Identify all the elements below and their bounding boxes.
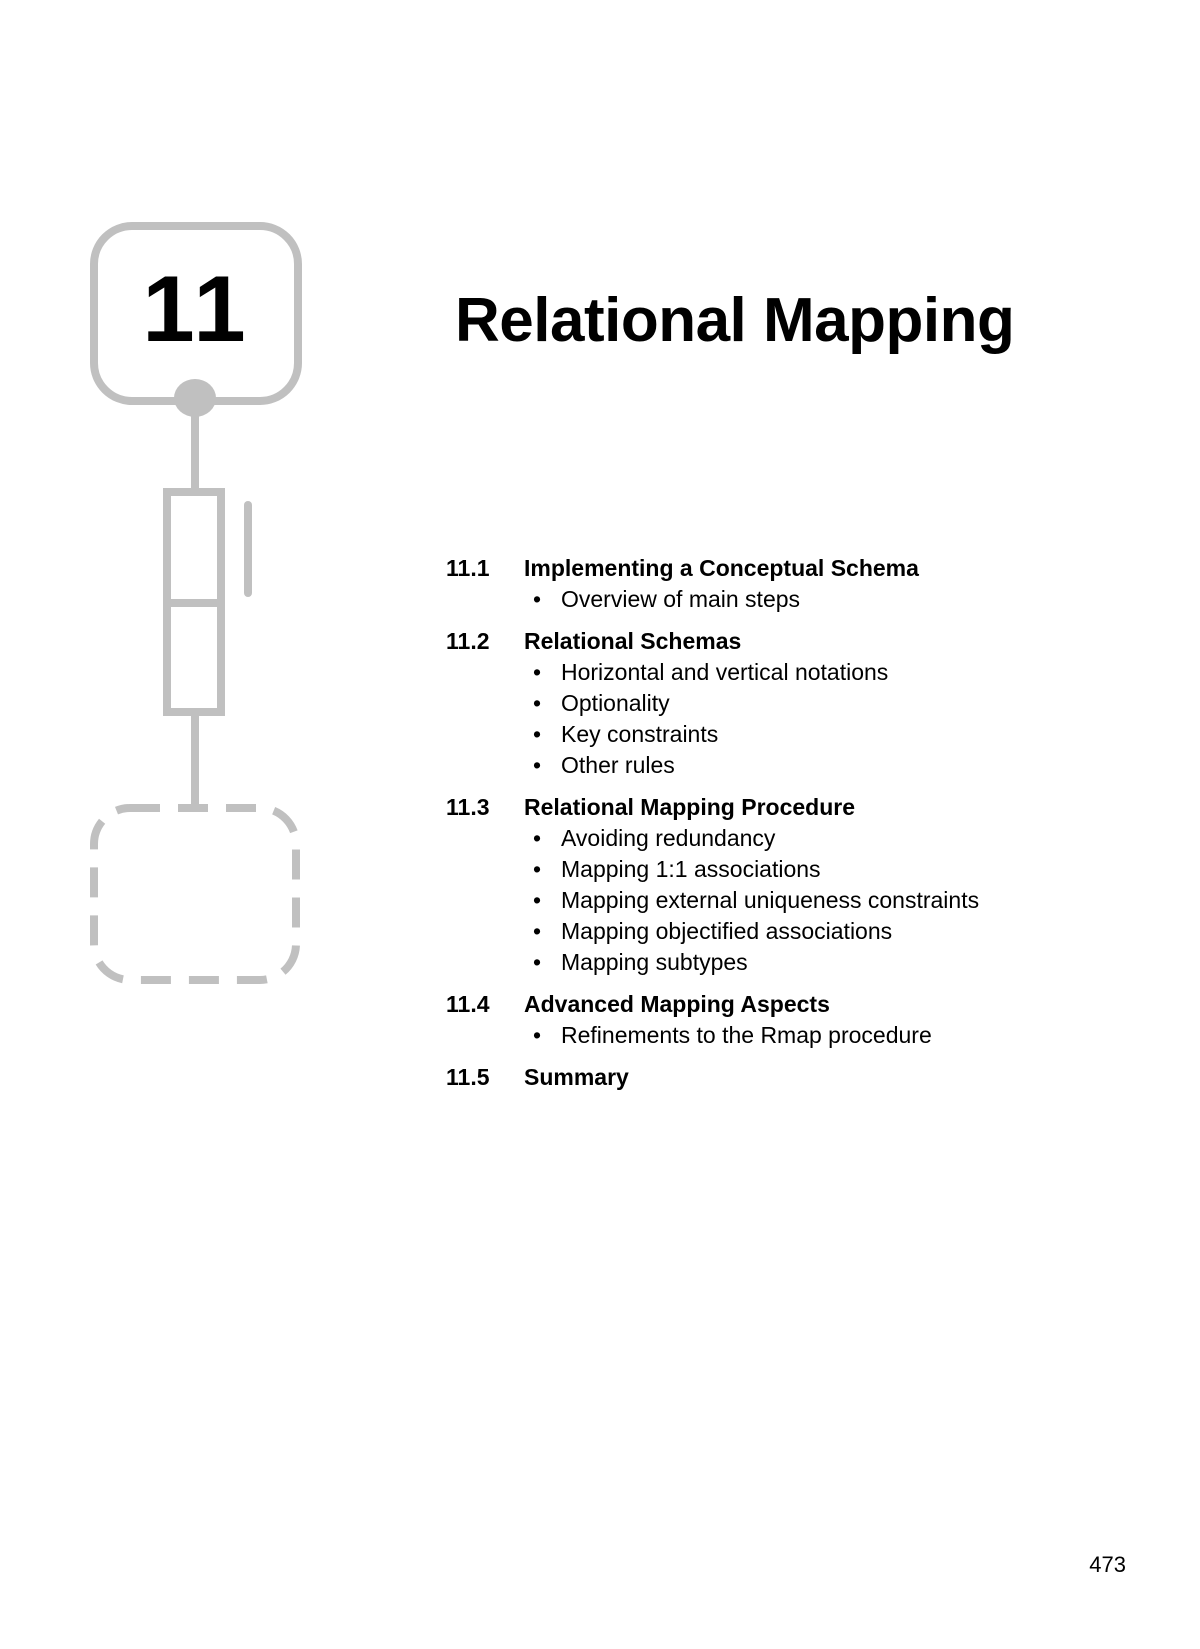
section-title: Implementing a Conceptual Schema [524, 555, 919, 581]
toc-item: • Overview of main steps [446, 584, 979, 615]
section-number: 11.5 [446, 1064, 490, 1090]
toc-item: • Optionality [446, 688, 979, 719]
toc-item: • Mapping 1:1 associations [446, 854, 979, 885]
toc-item: • Refinements to the Rmap procedure [446, 1020, 979, 1051]
bullet-icon: • [533, 752, 542, 778]
toc-item: • Key constraints [446, 719, 979, 750]
dashed-entity-box [90, 804, 300, 984]
toc-item-label: Mapping objectified associations [561, 918, 893, 944]
chapter-title: Relational Mapping [455, 286, 1015, 355]
toc-item: • Mapping subtypes [446, 947, 979, 978]
section-heading: 11.5 Summary [446, 1062, 979, 1093]
section-heading: 11.1 Implementing a Conceptual Schema [446, 553, 979, 584]
toc-section: 11.4 Advanced Mapping Aspects • Refinements… [446, 989, 979, 1051]
connector-dot [174, 379, 216, 417]
toc-item-label: Mapping external uniqueness constraints [561, 887, 980, 913]
section-title: Relational Mapping Procedure [524, 794, 855, 820]
chapter-diagram-icon [90, 222, 302, 984]
section-title: Relational Schemas [524, 628, 742, 654]
toc-item-label: Key constraints [561, 721, 719, 747]
section-title: Advanced Mapping Aspects [524, 991, 830, 1017]
chapter-contents: 11.1 Implementing a Conceptual Schema • Ove… [446, 553, 979, 1093]
section-heading: 11.3 Relational Mapping Procedure [446, 792, 979, 823]
toc-section: 11.3 Relational Mapping Procedure • Avoidin… [446, 792, 979, 978]
toc-item-label: Other rules [561, 752, 675, 778]
bullet-icon: • [533, 690, 542, 716]
bullet-icon: • [533, 1022, 542, 1048]
section-number: 11.1 [446, 555, 490, 581]
toc-item-label: Avoiding redundancy [561, 825, 776, 851]
toc-section: 11.1 Implementing a Conceptual Schema • Ove… [446, 553, 979, 615]
section-heading: 11.2 Relational Schemas [446, 626, 979, 657]
toc-item: • Horizontal and vertical notations [446, 657, 979, 688]
section-title: Summary [524, 1064, 629, 1090]
toc-item: • Mapping external uniqueness constraints [446, 885, 979, 916]
bullet-icon: • [533, 918, 542, 944]
section-heading: 11.4 Advanced Mapping Aspects [446, 989, 979, 1020]
bullet-icon: • [533, 887, 542, 913]
bullet-icon: • [533, 586, 542, 612]
bullet-icon: • [533, 856, 542, 882]
section-number: 11.4 [446, 991, 490, 1017]
bullet-icon: • [533, 659, 542, 685]
bullet-icon: • [533, 721, 542, 747]
toc-section: 11.5 Summary [446, 1062, 979, 1093]
toc-item-label: Horizontal and vertical notations [561, 659, 889, 685]
section-number: 11.2 [446, 628, 490, 654]
toc-section: 11.2 Relational Schemas • Horizontal and ve… [446, 626, 979, 781]
chapter-number: 11 [142, 256, 250, 361]
toc-item-label: Optionality [561, 690, 670, 716]
toc-item-label: Mapping subtypes [561, 949, 748, 975]
toc-item-label: Mapping 1:1 associations [561, 856, 821, 882]
toc-item: • Other rules [446, 750, 979, 781]
toc-item-label: Refinements to the Rmap procedure [561, 1022, 932, 1048]
bullet-icon: • [533, 825, 542, 851]
toc-item-label: Overview of main steps [561, 586, 801, 612]
bullet-icon: • [533, 949, 542, 975]
toc-item: • Mapping objectified associations [446, 916, 979, 947]
toc-item: • Avoiding redundancy [446, 823, 979, 854]
page-number: 473 [1089, 1552, 1126, 1577]
section-number: 11.3 [446, 794, 490, 820]
